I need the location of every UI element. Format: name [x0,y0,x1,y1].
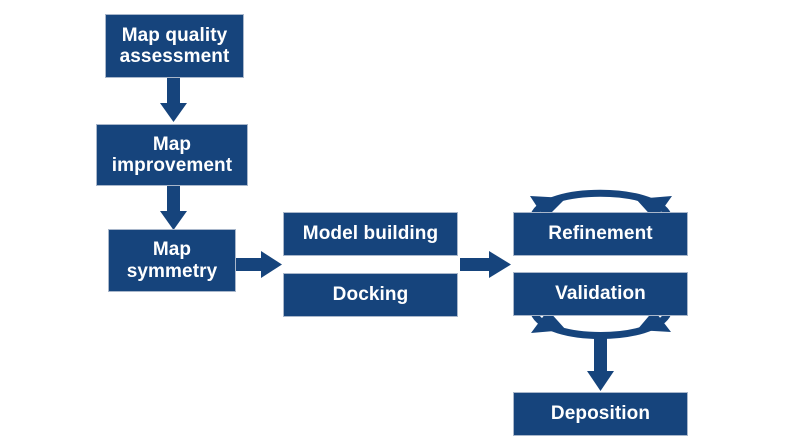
node-model-building[interactable]: Model building [283,212,458,256]
node-map-symmetry[interactable]: Map symmetry [108,229,236,292]
node-label: Refinement [548,223,653,245]
arrow-quality-to-improvement [160,78,187,122]
node-label-line1: Map [152,133,192,155]
node-label-line2: improvement [111,155,233,176]
node-docking[interactable]: Docking [283,273,458,317]
arrow-cycle-to-deposition [587,333,614,391]
node-label-line1: Map quality [121,24,228,46]
node-label: Model building [302,223,439,245]
node-label-line2: symmetry [126,260,218,282]
node-label: Docking [332,284,409,306]
node-refinement[interactable]: Refinement [513,212,688,256]
node-label: Validation [555,283,646,305]
node-label: Deposition [550,403,651,425]
node-validation[interactable]: Validation [513,272,688,316]
arrow-building-to-refinement [460,251,511,278]
node-label-line2: assessment [119,46,230,67]
node-map-quality-assessment[interactable]: Map quality assessment [105,14,244,78]
arc-bottom-cycle [530,311,672,339]
node-label-line1: Map [152,239,192,261]
node-map-improvement[interactable]: Map improvement [96,124,248,186]
arrow-improvement-to-symmetry [160,186,187,230]
arrow-symmetry-to-building [236,251,282,278]
node-deposition[interactable]: Deposition [513,392,688,436]
